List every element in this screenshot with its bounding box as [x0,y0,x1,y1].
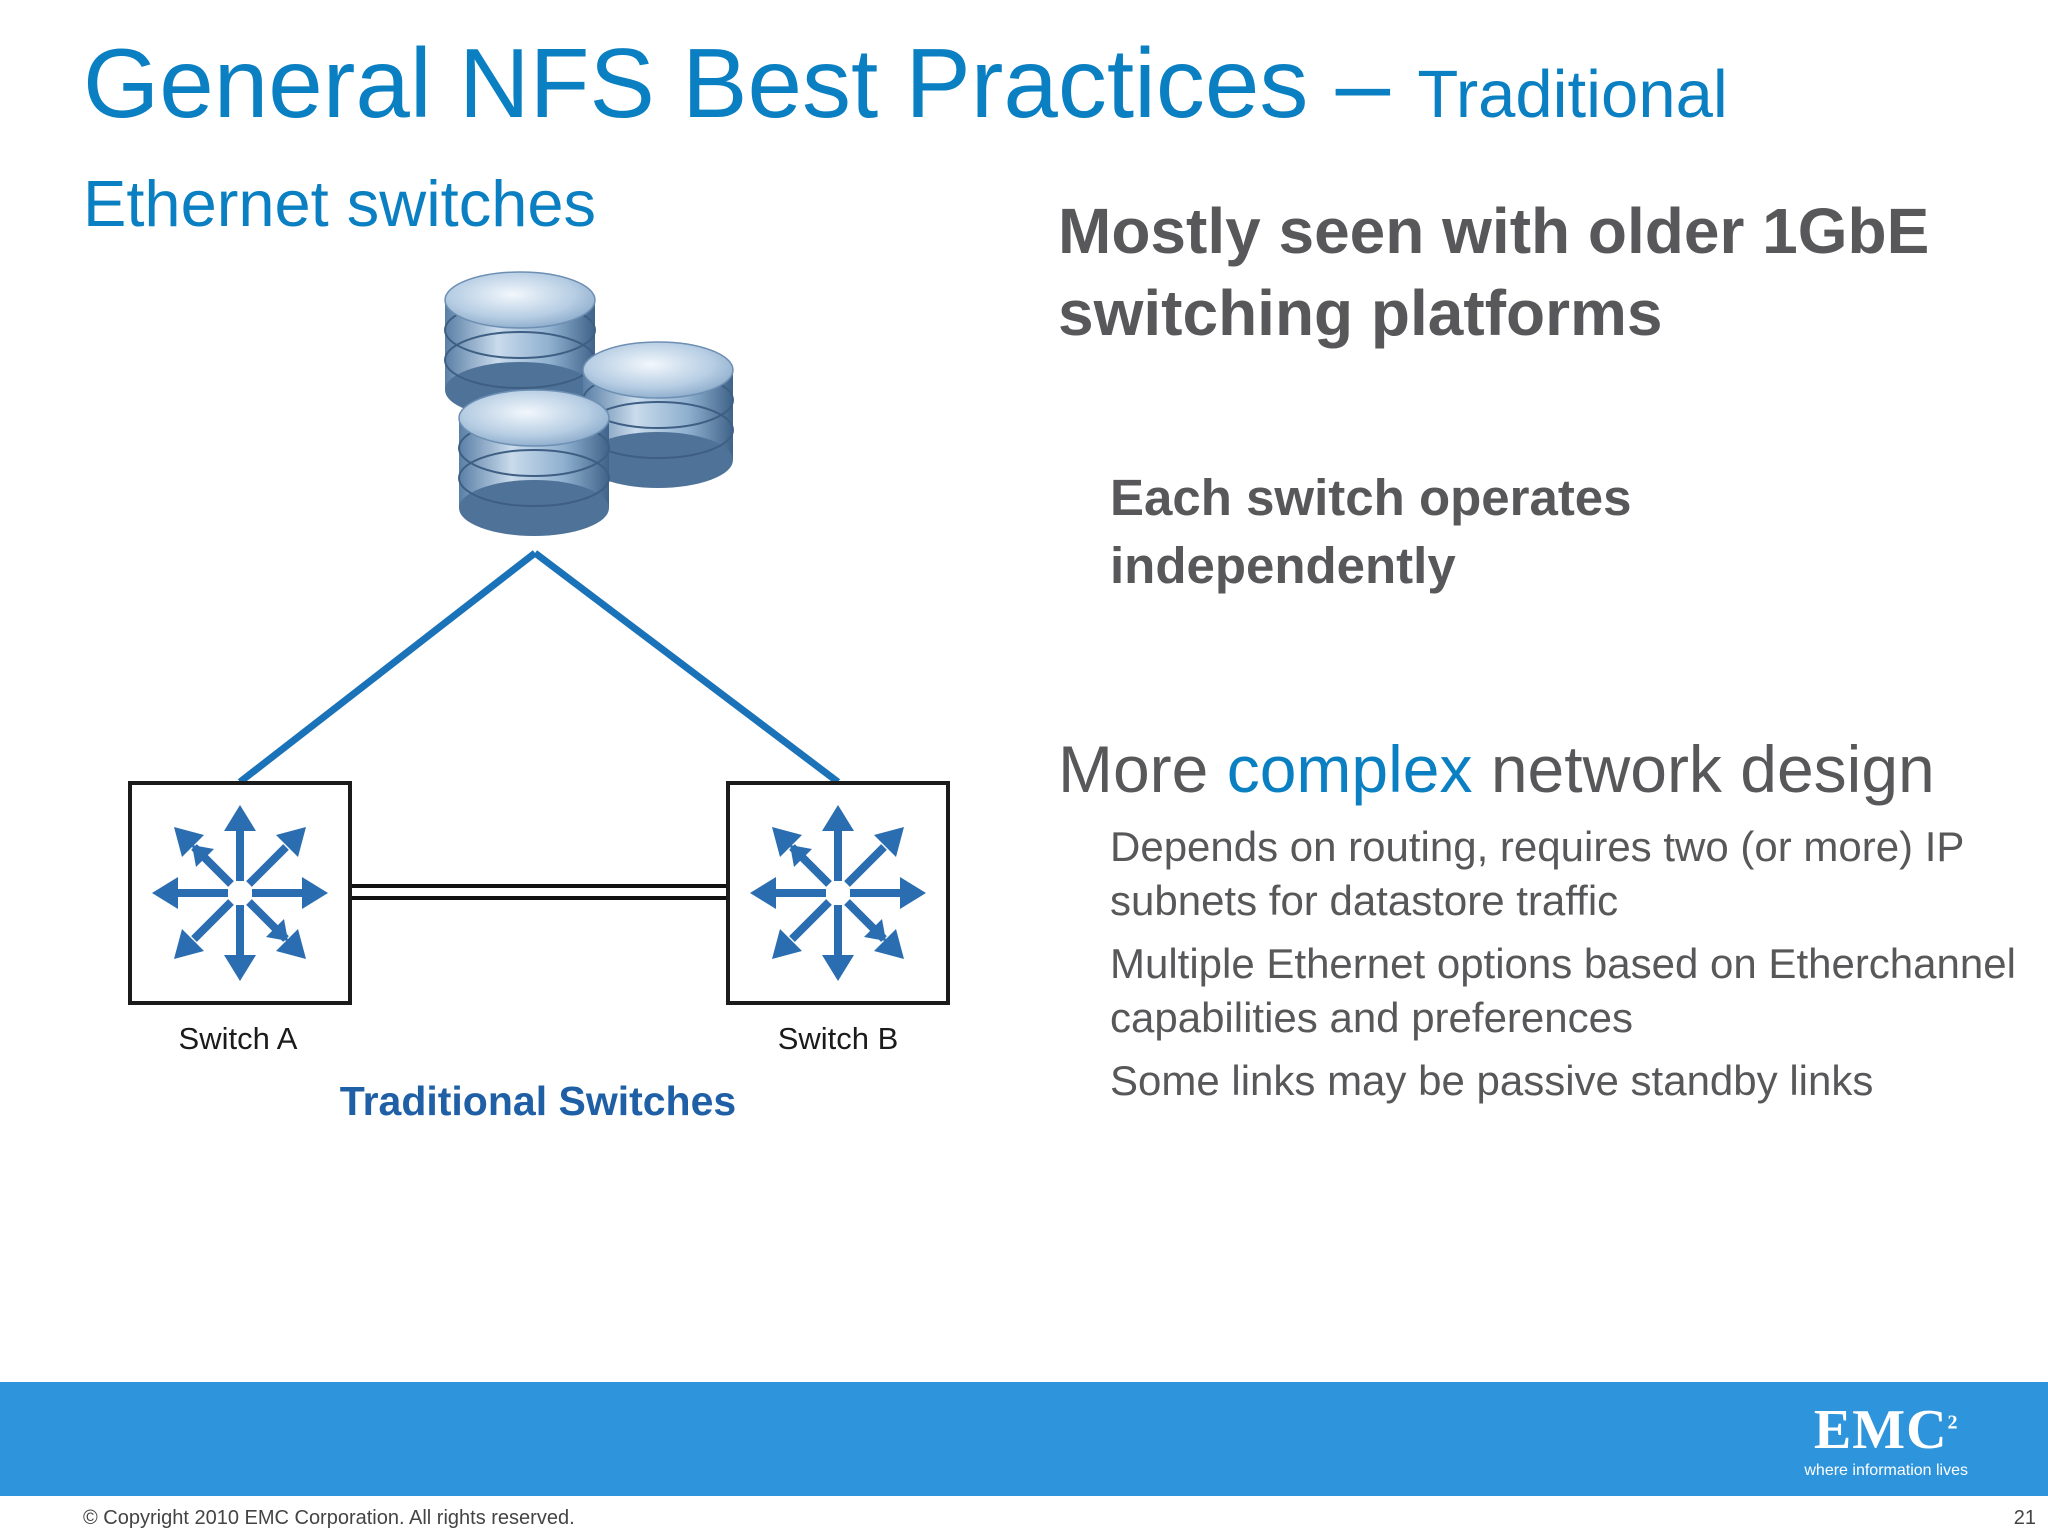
inter-switch-link [350,884,728,900]
emc-logo: EMC2 where information lives [1804,1402,1968,1480]
footer-band: EMC2 where information lives [0,1382,2048,1496]
main-point: Mostly seen with older 1GbE switching pl… [1058,195,1930,349]
uplink-switch-a [237,550,538,785]
bullet-item: Multiple Ethernet options based on Ether… [1110,940,2016,1041]
diagram-caption: Traditional Switches [340,1078,736,1124]
traditional-switches-diagram: Switch A Switch B Traditional Switches [128,271,950,1124]
slide-title-main: General NFS Best Practices – [83,28,1418,138]
section-heading-suffix: network design [1472,732,1935,806]
bullet-item: Some links may be passive standby links [1110,1057,1874,1104]
bullet-item: Depends on routing, requires two (or mor… [1110,823,1964,924]
page-number: 21 [2013,1507,2036,1529]
section-heading: More complex network design [1058,730,1935,809]
copyright-notice: © Copyright 2010 EMC Corporation. All ri… [83,1507,575,1529]
switch-a-label: Switch A [179,1021,298,1056]
logo-superscript: 2 [1947,1411,1959,1434]
logo-text: EMC [1813,1399,1948,1461]
section-heading-accent: complex [1226,732,1473,806]
slide-title-suffix: Traditional [1417,57,1728,132]
sub-point: Each switch operates independently [1110,469,1632,594]
switch-b: Switch B [726,781,950,1056]
database-stack-icon [444,271,734,537]
uplink-switch-b [532,550,841,785]
bullet-list: Depends on routing, requires two (or mor… [1110,820,2040,1117]
switch-b-label: Switch B [778,1021,899,1056]
switch-a: Switch A [128,781,352,1056]
section-heading-prefix: More [1058,732,1227,806]
slide-title: General NFS Best Practices – Traditional [83,28,1728,138]
slide-subtitle: Ethernet switches [83,167,597,240]
logo-tagline: where information lives [1804,1462,1968,1479]
content-panel: Mostly seen with older 1GbE switching pl… [1058,190,2018,1104]
